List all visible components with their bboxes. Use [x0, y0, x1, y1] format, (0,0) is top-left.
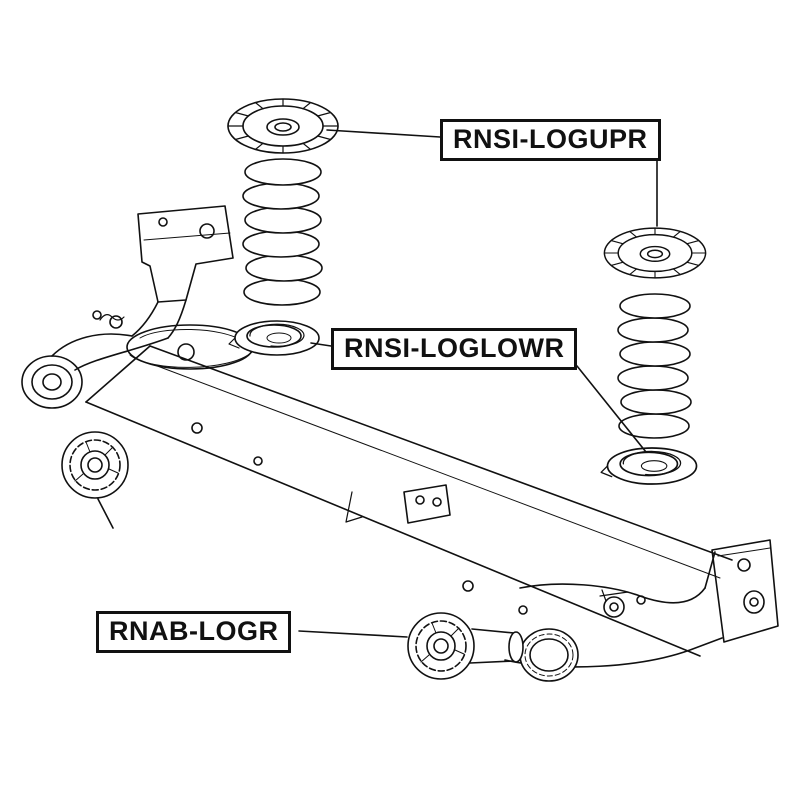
lower-spring-seat-left: [228, 320, 320, 356]
leader-rnab-bushing: [97, 498, 114, 529]
coil-spring-left: [242, 158, 323, 306]
arm-bushing-left: [61, 431, 129, 499]
arm-bushing-bottom: [407, 612, 524, 680]
label-arm-bushing: RNAB-LOGR: [96, 611, 292, 653]
leader-upr-left: [326, 129, 441, 138]
lower-spring-seat-right: [600, 447, 698, 485]
label-lower-spring-seat: RNSI-LOGLOWR: [331, 328, 578, 370]
upper-spring-seat-left: [227, 98, 339, 154]
coil-spring-right: [617, 293, 692, 439]
leader-lowr-left: [310, 342, 332, 347]
left-trailing-arm: [21, 205, 254, 409]
leader-lowr-diag: [576, 365, 647, 453]
upper-spring-seat-right: [603, 227, 707, 279]
leader-rnab-right: [298, 630, 408, 638]
label-upper-spring-seat: RNSI-LOGUPR: [440, 119, 661, 161]
right-trailing-arm: [504, 539, 779, 682]
rear-axle-beam: [85, 345, 733, 657]
leader-lines: [97, 129, 658, 638]
